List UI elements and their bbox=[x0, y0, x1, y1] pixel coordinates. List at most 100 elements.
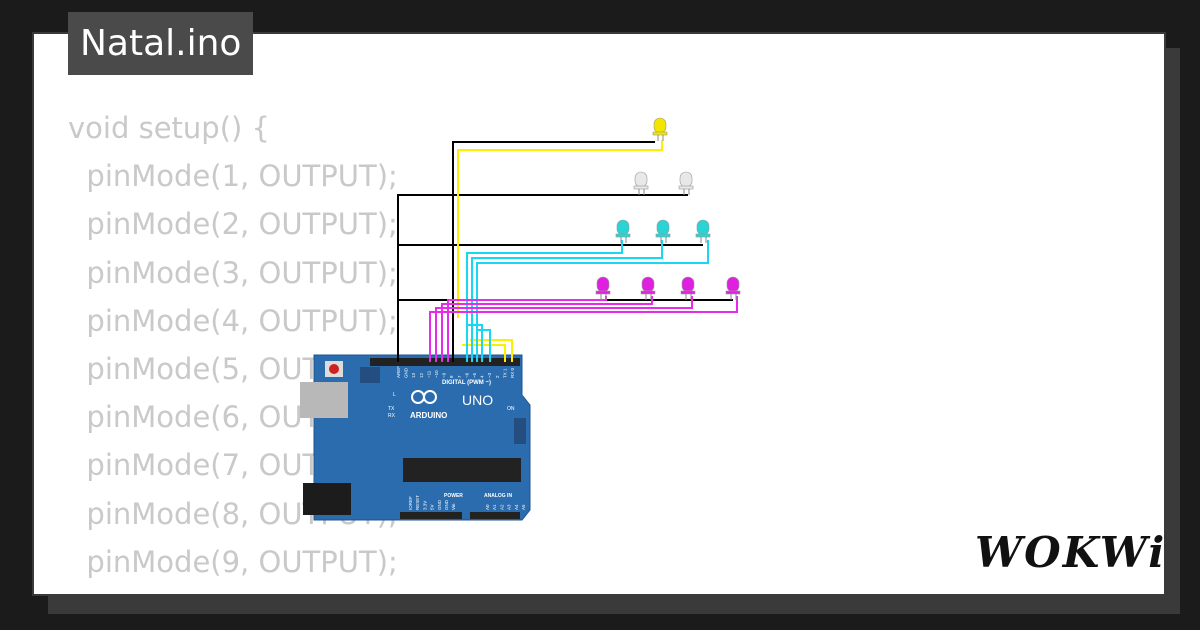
led[interactable] bbox=[655, 219, 671, 243]
power-label: POWER bbox=[444, 493, 463, 499]
analog-pin-label: A3 bbox=[507, 504, 512, 510]
code-line: pinMode(2, OUTPUT); bbox=[68, 207, 398, 242]
wire bbox=[477, 329, 491, 362]
wokwi-logo: WOKWi bbox=[975, 528, 1167, 577]
usb-port bbox=[300, 382, 348, 418]
wire bbox=[470, 339, 513, 362]
led-body bbox=[634, 171, 648, 188]
led-rim bbox=[678, 185, 694, 190]
analog-header bbox=[470, 512, 520, 519]
led-rim bbox=[655, 233, 671, 238]
led[interactable] bbox=[615, 219, 631, 243]
digital-pin-label: TX 1 bbox=[502, 368, 507, 378]
analog-pin-label: A1 bbox=[492, 504, 497, 510]
power-pin-label: IOREF bbox=[408, 496, 413, 510]
led[interactable] bbox=[652, 117, 668, 141]
wires bbox=[397, 140, 738, 362]
led-rim bbox=[615, 233, 631, 238]
analog-label: ANALOG IN bbox=[484, 493, 512, 499]
wire bbox=[435, 296, 693, 362]
digital-pin-label: 2 bbox=[495, 375, 500, 378]
power-pin-label: GND bbox=[437, 499, 442, 510]
led-body bbox=[696, 219, 710, 236]
led-body bbox=[679, 171, 693, 188]
digital-label: DIGITAL (PWM ~) bbox=[442, 380, 491, 386]
wire bbox=[397, 194, 688, 362]
wire bbox=[457, 140, 663, 318]
power-pin-label: 5V bbox=[430, 504, 435, 510]
l-label: L bbox=[393, 392, 396, 398]
preview-card: void setup() { pinMode(1, OUTPUT); pinMo… bbox=[32, 32, 1166, 596]
digital-pin-label: 13 bbox=[411, 372, 416, 378]
board-brand: ARDUINO bbox=[410, 411, 447, 420]
code-line: pinMode(4, OUTPUT); bbox=[68, 303, 398, 338]
led-body bbox=[726, 276, 740, 293]
analog-pin-label: A5 bbox=[521, 504, 526, 510]
led-body bbox=[616, 219, 630, 236]
digital-pin-label: GND bbox=[404, 367, 409, 378]
digital-pin-label: ~9 bbox=[442, 372, 447, 378]
power-header bbox=[400, 512, 462, 519]
digital-header bbox=[370, 358, 520, 366]
led[interactable] bbox=[695, 219, 711, 243]
power-pin-label: GND bbox=[444, 499, 449, 510]
wire bbox=[429, 296, 738, 362]
power-pin-label: RESET bbox=[415, 495, 420, 510]
wire bbox=[471, 240, 663, 362]
power-pin-label: Vin bbox=[451, 503, 456, 510]
arduino-board[interactable]: UNO ARDUINO DIGITAL (PWM ~) POWER ANALOG… bbox=[300, 354, 531, 521]
digital-pin-label: 7 bbox=[457, 375, 462, 378]
code-line: pinMode(9, OUTPUT); bbox=[68, 544, 398, 579]
wire bbox=[441, 296, 653, 362]
on-label: ON bbox=[507, 406, 515, 412]
led-rim bbox=[695, 233, 711, 238]
digital-pin-label: ~6 bbox=[464, 372, 469, 378]
digital-pin-label: ~3 bbox=[487, 372, 492, 378]
digital-pin-label: 12 bbox=[419, 372, 424, 378]
digital-pin-label: AREF bbox=[396, 366, 401, 378]
digital-pin-label: ~10 bbox=[434, 370, 439, 378]
digital-pin-label: RX 0 bbox=[510, 367, 515, 378]
wire bbox=[452, 141, 655, 362]
board-model: UNO bbox=[462, 392, 493, 408]
led-body bbox=[653, 117, 667, 134]
led-body bbox=[641, 276, 655, 293]
code-line: pinMode(10, OUTPUT); bbox=[68, 586, 416, 594]
project-title: Natal.ino bbox=[68, 12, 254, 75]
infinity-logo-right bbox=[423, 390, 437, 404]
icsp-header bbox=[360, 367, 380, 383]
power-pin-label: 3.3V bbox=[422, 501, 427, 510]
led[interactable] bbox=[725, 276, 741, 300]
digital-pin-label: 4 bbox=[480, 375, 485, 378]
led-rim bbox=[725, 290, 741, 295]
led-body bbox=[681, 276, 695, 293]
code-line: pinMode(1, OUTPUT); bbox=[68, 159, 398, 194]
analog-pin-label: A0 bbox=[485, 504, 490, 510]
wire bbox=[467, 324, 483, 362]
led-rim bbox=[680, 290, 696, 295]
atmega-chip bbox=[403, 458, 521, 482]
led-rim bbox=[595, 290, 611, 295]
power-jack bbox=[303, 483, 351, 515]
tx-label: TX bbox=[388, 406, 395, 412]
led[interactable] bbox=[640, 276, 656, 300]
digital-pin-label: ~5 bbox=[472, 372, 477, 378]
rx-label: RX bbox=[388, 413, 396, 419]
analog-pin-label: A2 bbox=[499, 504, 504, 510]
digital-pin-label: ~11 bbox=[426, 370, 431, 378]
led[interactable] bbox=[678, 171, 694, 195]
digital-pin-label: 8 bbox=[449, 375, 454, 378]
led-rim bbox=[640, 290, 656, 295]
led[interactable] bbox=[633, 171, 649, 195]
reset-button[interactable] bbox=[329, 364, 339, 374]
led-body bbox=[656, 219, 670, 236]
led[interactable] bbox=[595, 276, 611, 300]
icsp2-header bbox=[514, 418, 526, 444]
led-rim bbox=[633, 185, 649, 190]
led-body bbox=[596, 276, 610, 293]
analog-pin-label: A4 bbox=[514, 504, 519, 510]
led[interactable] bbox=[680, 276, 696, 300]
led-rim bbox=[652, 131, 668, 136]
